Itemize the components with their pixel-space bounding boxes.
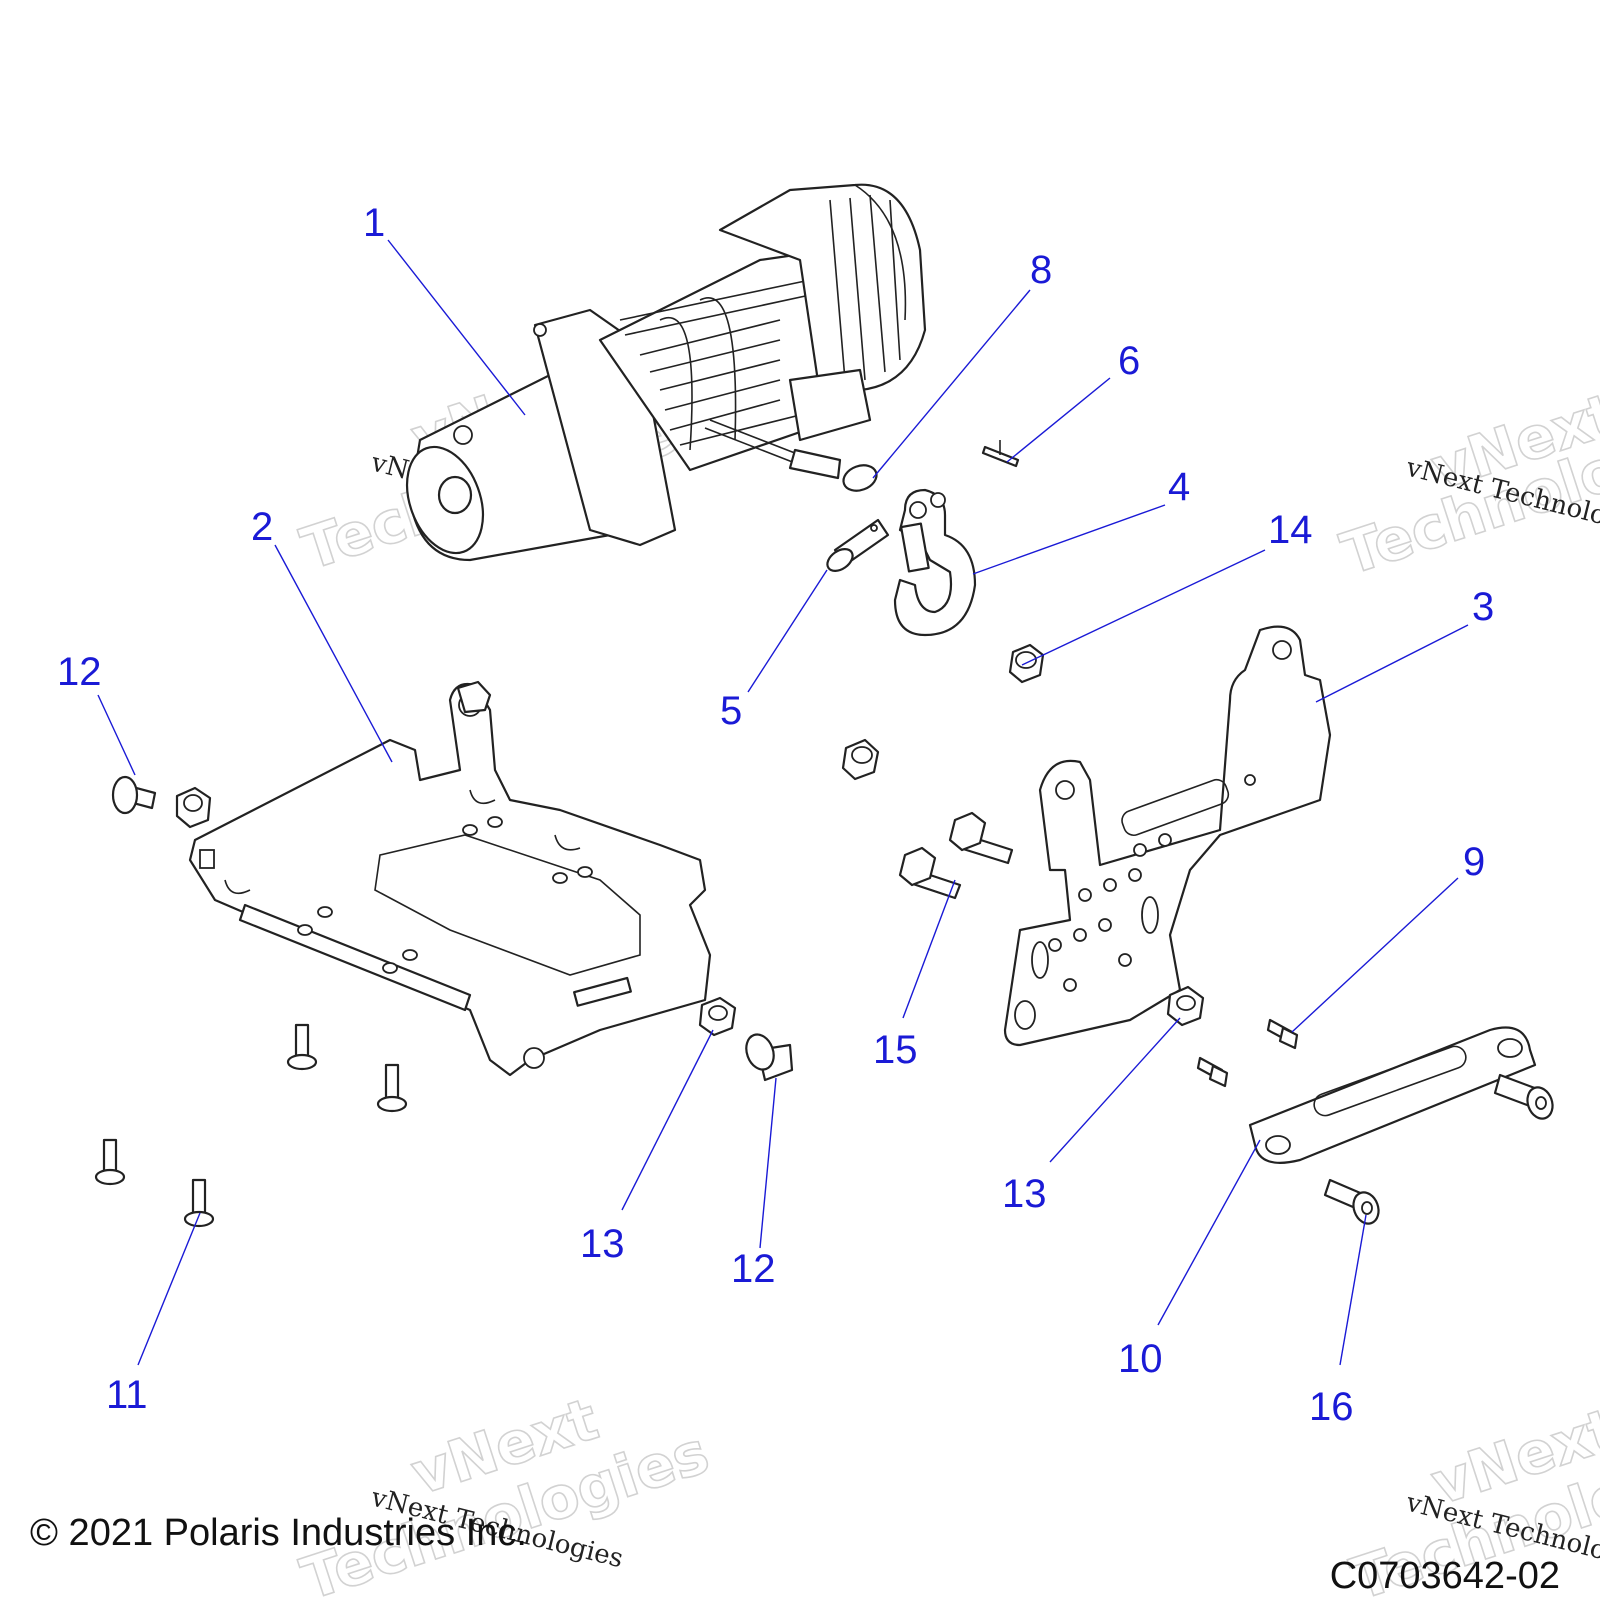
callout-1: 1 <box>363 201 385 245</box>
callout-16: 16 <box>1309 1385 1354 1429</box>
watermark-bottom: vNext Technologies vNext Technologies <box>293 1384 718 1600</box>
nut-center-drawing <box>841 738 880 781</box>
screw-9a-drawing <box>1266 1018 1299 1050</box>
callout-10: 10 <box>1118 1337 1163 1381</box>
bolt-15a-drawing <box>898 846 962 900</box>
cap-screw-16a-drawing <box>1323 1178 1380 1225</box>
leader-2 <box>274 544 393 763</box>
leader-4 <box>972 504 1166 575</box>
callouts: 1 2 3 4 5 6 8 9 10 11 12 12 13 13 14 15 … <box>57 201 1494 1429</box>
cotter-pin-drawing <box>981 440 1020 468</box>
leader-9 <box>1291 877 1459 1033</box>
fairlead-bracket-drawing <box>1003 625 1332 1047</box>
callout-11: 11 <box>106 1373 148 1417</box>
hook-drawing <box>893 488 977 637</box>
callout-3: 3 <box>1472 585 1494 629</box>
winch-drawing <box>406 183 927 562</box>
callout-8: 8 <box>1030 248 1052 292</box>
callout-5: 5 <box>720 689 742 733</box>
callout-9: 9 <box>1463 840 1485 884</box>
cap-screw-16b-drawing <box>1493 1073 1554 1120</box>
callout-13a: 13 <box>580 1222 625 1266</box>
flange-bolt-c-drawing <box>94 1138 126 1186</box>
flange-bolt-d-drawing <box>183 1178 215 1228</box>
leader-lines <box>97 239 1469 1366</box>
leader-13b <box>1049 1017 1181 1163</box>
callout-15: 15 <box>873 1028 918 1072</box>
callout-12b: 12 <box>731 1247 776 1291</box>
copyright-text: © 2021 Polaris Industries Inc. <box>30 1512 527 1554</box>
leader-12a <box>97 694 136 776</box>
leader-1 <box>387 239 526 416</box>
carriage-bolt-12b-drawing <box>745 1033 794 1082</box>
callout-6: 6 <box>1118 339 1140 383</box>
callout-4: 4 <box>1168 465 1190 509</box>
bolt-15b-drawing <box>948 811 1014 865</box>
leader-12b <box>759 1077 777 1249</box>
leader-10 <box>1157 1139 1261 1326</box>
callout-14: 14 <box>1268 508 1313 552</box>
callout-2: 2 <box>251 505 273 549</box>
callout-12a: 12 <box>57 650 102 694</box>
leader-15 <box>902 879 956 1019</box>
flange-bolt-b-drawing <box>376 1063 408 1113</box>
leader-6 <box>1006 377 1111 463</box>
leader-14 <box>1021 549 1266 666</box>
fairlead-drawing <box>1248 1026 1537 1164</box>
callout-13b: 13 <box>1002 1172 1047 1216</box>
leader-13a <box>621 1029 714 1211</box>
flange-bolt-a-drawing <box>286 1023 318 1071</box>
leader-11 <box>137 1212 201 1366</box>
nut-13a-drawing <box>698 996 737 1037</box>
leader-5 <box>747 569 828 693</box>
screw-9b-drawing <box>1196 1056 1229 1088</box>
leader-16 <box>1339 1214 1367 1366</box>
leader-8 <box>872 289 1031 479</box>
leader-3 <box>1315 624 1469 703</box>
nut-left-drawing <box>175 786 212 829</box>
carriage-bolt-12a-drawing <box>111 775 157 815</box>
mounting-plate-drawing <box>188 680 712 1077</box>
nut-13b-drawing <box>1166 985 1205 1027</box>
clevis-pin-drawing <box>826 518 890 573</box>
drawing-number: C0703642-02 <box>1329 1555 1560 1597</box>
watermark-right: vNext Technologies vNext Technologies <box>1333 379 1600 589</box>
